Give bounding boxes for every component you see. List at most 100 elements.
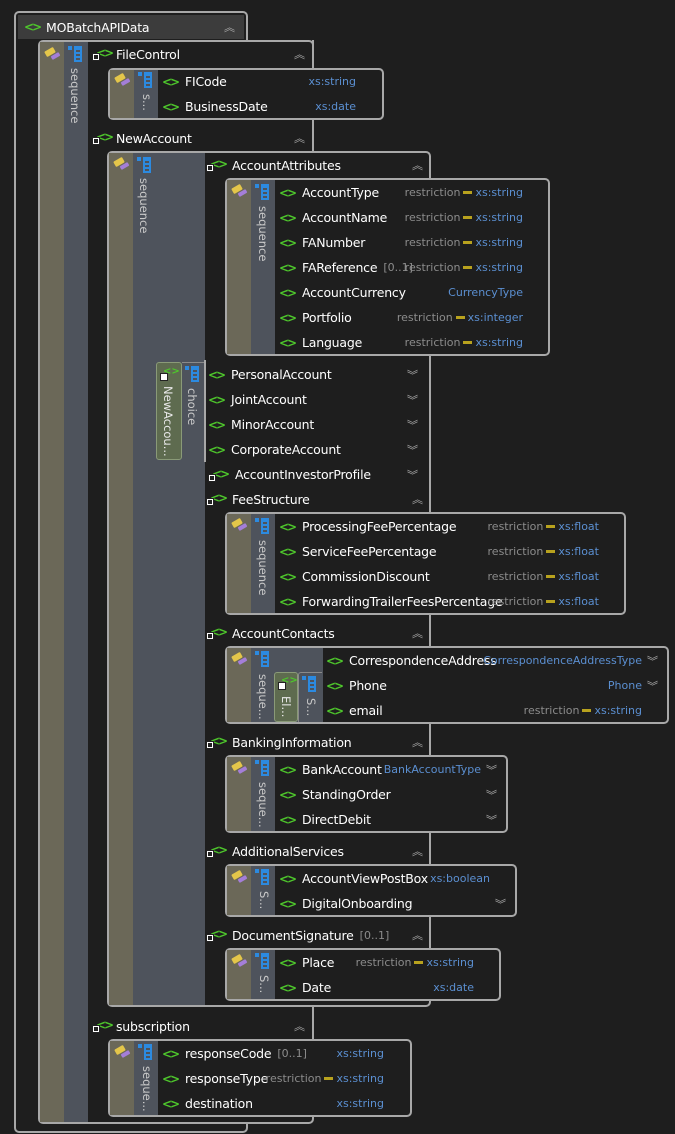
element-icon: <> <box>279 285 297 300</box>
sequence-label: seque... <box>256 782 270 828</box>
accountattributes-header[interactable]: <> AccountAttributes ︽ <box>206 153 428 177</box>
restriction-connector <box>463 266 473 269</box>
choice-border <box>204 360 206 462</box>
expand-icon[interactable]: ︾ <box>407 419 418 432</box>
element-name: AccountType <box>302 185 379 200</box>
feestructure-sequence-box <box>225 512 626 615</box>
expand-icon[interactable]: ︾ <box>486 789 497 802</box>
element-icon: <> <box>279 235 297 250</box>
restriction-label: restriction <box>396 311 453 324</box>
root-element-header[interactable]: <> MOBatchAPIData ︽ <box>18 15 244 39</box>
expand-icon[interactable]: ︾ <box>407 444 418 457</box>
element-row[interactable]: <>DigitalOnboarding︾ <box>279 891 514 916</box>
collapse-icon[interactable]: ︽ <box>412 159 423 172</box>
newaccount-header[interactable]: <> NewAccount ︽ <box>92 126 310 150</box>
element-row-businessdate[interactable]: <> BusinessDate xs:date <box>162 94 380 119</box>
element-group-strip <box>274 672 298 722</box>
subscription-header[interactable]: <> subscription ︽ <box>92 1014 310 1038</box>
element-name: FAReference <box>302 260 378 275</box>
occurrence-label: [0..1] <box>359 928 390 942</box>
element-row[interactable]: <>DirectDebit︾ <box>279 807 505 832</box>
documentsignature-header[interactable]: <> DocumentSignature [0..1] ︽ <box>206 923 428 947</box>
expand-icon[interactable]: ︾ <box>486 814 497 827</box>
bankinginformation-header[interactable]: <> BankingInformation ︽ <box>206 730 428 754</box>
expand-icon[interactable]: ︾ <box>407 369 418 382</box>
element-icon: <> <box>326 653 344 668</box>
restriction-label: restriction <box>487 545 544 558</box>
element-name: ForwardingTrailerFeesPercentage <box>302 594 503 609</box>
additionalservices-label: AdditionalServices <box>232 843 344 859</box>
occurrence-label: [0..1] <box>383 261 413 274</box>
expand-icon[interactable]: ︾ <box>407 469 418 482</box>
newaccount-label: NewAccount <box>116 130 192 146</box>
element-icon: <> <box>162 1046 180 1061</box>
restriction-connector <box>414 961 424 964</box>
restriction-label: restriction <box>523 704 580 717</box>
reference-element-icon: <> <box>206 491 228 507</box>
element-row[interactable]: <>StandingOrder︾ <box>279 782 505 807</box>
element-row[interactable]: <>MinorAccount︾ <box>208 412 426 437</box>
collapse-icon[interactable]: ︽ <box>412 845 423 858</box>
expand-icon[interactable]: ︾ <box>407 394 418 407</box>
feestructure-header[interactable]: <> FeeStructure ︽ <box>206 487 428 511</box>
collapse-icon[interactable]: ︽ <box>294 48 305 61</box>
element-icon: <> <box>279 896 297 911</box>
type-name: CurrencyType <box>448 286 523 299</box>
restriction-connector <box>463 216 473 219</box>
element-row-ficode[interactable]: <> FICode xs:string <box>162 69 380 94</box>
sequence-icon <box>255 651 271 667</box>
restriction-label: restriction <box>404 186 461 199</box>
collapse-icon[interactable]: ︽ <box>412 929 423 942</box>
accountattributes-label: AccountAttributes <box>232 157 341 173</box>
element-icon: <> <box>279 980 297 995</box>
collapse-icon[interactable]: ︽ <box>412 493 423 506</box>
connector-line <box>312 1006 314 1040</box>
root-element-label: MOBatchAPIData <box>46 19 150 35</box>
expand-icon[interactable]: ︾ <box>647 680 658 693</box>
collapse-icon[interactable]: ︽ <box>412 736 423 749</box>
element-row[interactable]: <>JointAccount︾ <box>208 387 426 412</box>
collapse-icon[interactable]: ︽ <box>294 1020 305 1033</box>
collapse-icon[interactable]: ︽ <box>294 132 305 145</box>
element-row[interactable]: <> AccountCurrency CurrencyType <box>279 280 547 305</box>
collapse-icon[interactable]: ︽ <box>412 627 423 640</box>
reference-element-icon: <> <box>92 130 114 146</box>
element-row[interactable]: <>PersonalAccount︾ <box>208 362 426 387</box>
filecontrol-header[interactable]: <> FileControl ︽ <box>92 42 310 66</box>
element-row[interactable]: <>responseCode[0..1]xs:string <box>162 1041 408 1066</box>
element-icon: <> <box>279 871 297 886</box>
element-type: xs:string <box>336 1047 384 1060</box>
accountcontacts-header[interactable]: <> AccountContacts ︽ <box>206 621 428 645</box>
element-icon: <> <box>326 703 344 718</box>
element-type: xs:date <box>433 981 474 994</box>
element-name: AccountCurrency <box>302 285 406 300</box>
filecontrol-label: FileControl <box>116 46 180 62</box>
element-row[interactable]: <>AccountInvestorProfile︾ <box>208 462 426 487</box>
expand-icon[interactable]: ︾ <box>647 655 658 668</box>
expand-icon[interactable]: ︾ <box>486 764 497 777</box>
additionalservices-header[interactable]: <> AdditionalServices ︽ <box>206 839 428 863</box>
expand-icon[interactable]: ︾ <box>495 898 506 911</box>
collapse-icon[interactable]: ︽ <box>224 21 235 34</box>
element-row[interactable]: <>CorporateAccount︾ <box>208 437 426 462</box>
